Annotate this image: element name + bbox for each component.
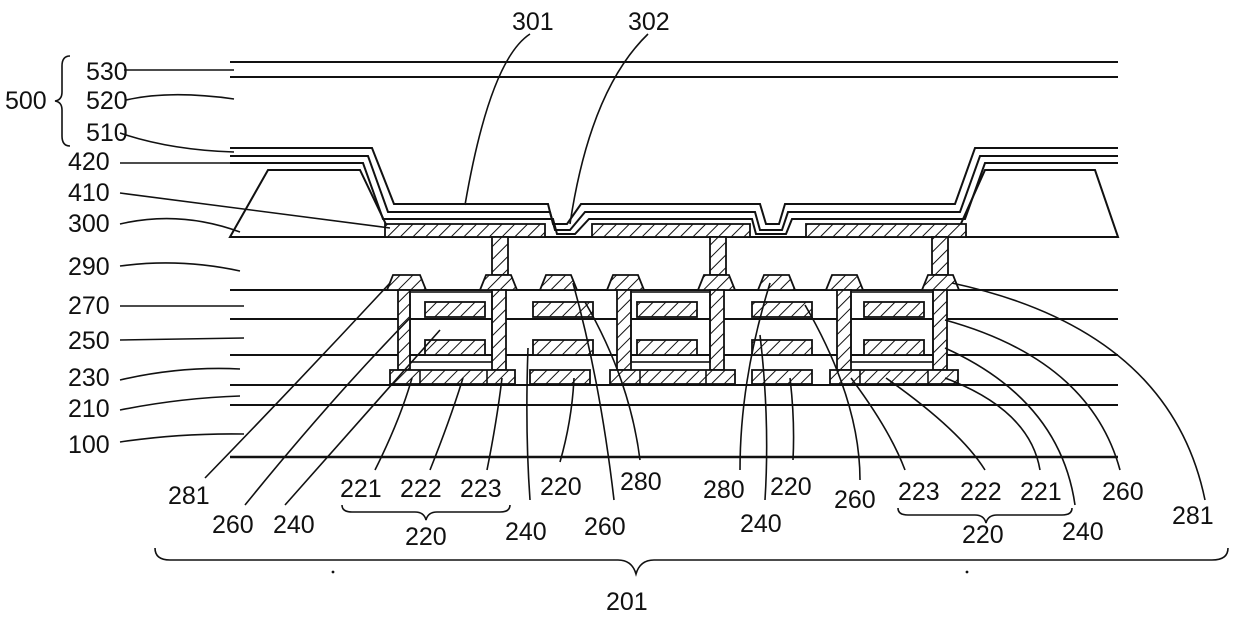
label-281-left: 281 [168, 482, 210, 510]
label-100: 100 [68, 431, 110, 459]
via-290-left [492, 237, 508, 275]
label-300: 300 [68, 210, 110, 238]
active-layer-right [830, 370, 958, 384]
gate-electrode-5 [864, 340, 924, 355]
label-220-a: 220 [540, 473, 582, 501]
top-electrode-3 [637, 302, 697, 317]
label-500: 500 [5, 87, 47, 115]
brace-201 [155, 548, 1228, 574]
dot-right [966, 571, 969, 574]
brace-220-left [342, 505, 510, 520]
label-302: 302 [628, 8, 670, 36]
via-290-middle [710, 237, 726, 275]
post-4 [710, 290, 724, 370]
label-223-left: 223 [460, 475, 502, 503]
bottom-labels: 281 260 240 221 222 223 220 240 220 260 … [155, 468, 1228, 616]
label-230: 230 [68, 364, 110, 392]
label-201: 201 [606, 588, 648, 616]
active-layer-center-2 [752, 370, 812, 384]
label-280-b: 280 [703, 476, 745, 504]
post-1 [398, 290, 410, 370]
label-270: 270 [68, 292, 110, 320]
label-221-right: 221 [1020, 478, 1062, 506]
via-290-right [932, 237, 948, 275]
active-layer-center-1 [530, 370, 590, 384]
label-223-right: 223 [898, 478, 940, 506]
post-3 [617, 290, 631, 370]
pad-280-right [758, 275, 795, 290]
label-520: 520 [86, 87, 128, 115]
pixel-define-bank-left [230, 170, 392, 237]
post-5 [837, 290, 851, 370]
label-410: 410 [68, 179, 110, 207]
label-280-a: 280 [620, 468, 662, 496]
top-electrode-5 [864, 302, 924, 317]
label-240-b: 240 [505, 518, 547, 546]
pad-t3-left [826, 275, 863, 290]
label-260-b: 260 [584, 513, 626, 541]
label-220-group-left: 220 [405, 523, 447, 551]
top-labels: 301 302 [465, 8, 670, 224]
label-250: 250 [68, 327, 110, 355]
source-drain-pads [387, 275, 959, 290]
label-420: 420 [68, 148, 110, 176]
label-281-right: 281 [1172, 502, 1214, 530]
label-290: 290 [68, 253, 110, 281]
left-labels: 500 530 520 510 420 410 300 290 270 250 … [5, 56, 390, 459]
anode-left [385, 224, 545, 237]
active-layers-220 [390, 370, 958, 384]
dot-left [332, 571, 335, 574]
post-2 [492, 290, 506, 370]
label-530: 530 [86, 58, 128, 86]
label-260-d: 260 [1102, 478, 1144, 506]
label-220-group-right: 220 [962, 521, 1004, 549]
label-222-left: 222 [400, 475, 442, 503]
label-220-b: 220 [770, 473, 812, 501]
anode-right [806, 224, 966, 237]
active-layer-left [390, 370, 515, 384]
anode-middle [592, 224, 750, 237]
label-210: 210 [68, 395, 110, 423]
bottom-leaders [205, 283, 1205, 505]
label-301: 301 [512, 8, 554, 36]
label-260-a: 260 [212, 511, 254, 539]
pad-t2-right [698, 275, 735, 290]
label-240-a: 240 [273, 511, 315, 539]
pad-t1-right [480, 275, 517, 290]
gate-electrode-1 [425, 340, 485, 355]
active-layer-middle [610, 370, 735, 384]
pad-280-left [540, 275, 577, 290]
gate-electrode-2 [533, 340, 593, 355]
pad-t2-left [607, 275, 644, 290]
top-electrode-1 [425, 302, 485, 317]
label-222-right: 222 [960, 478, 1002, 506]
top-electrode-2 [533, 302, 593, 317]
gate-electrode-3 [637, 340, 697, 355]
brace-500 [55, 56, 70, 146]
label-221-left: 221 [340, 475, 382, 503]
label-240-c: 240 [740, 510, 782, 538]
label-240-d: 240 [1062, 518, 1104, 546]
pad-281-left [387, 275, 426, 290]
post-6 [933, 290, 947, 370]
label-260-c: 260 [834, 486, 876, 514]
